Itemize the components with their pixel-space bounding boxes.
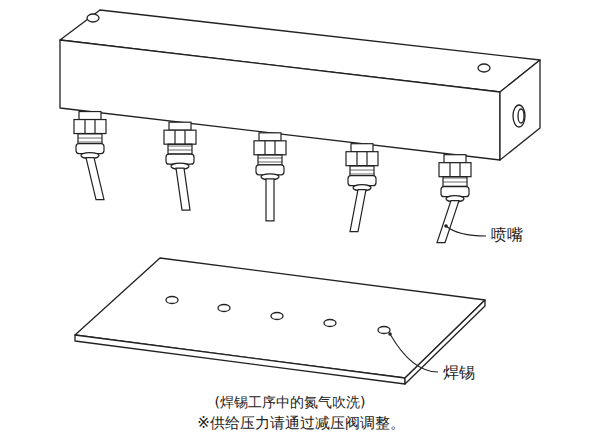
- nozzle-tube: [437, 201, 459, 243]
- nozzle: [164, 122, 196, 210]
- nozzle-tube: [266, 179, 274, 221]
- hex-edge: [264, 141, 265, 155]
- solder-plate: [75, 258, 485, 384]
- hex-edge: [274, 141, 275, 155]
- fitting-collar: [259, 133, 281, 141]
- thread: [443, 177, 467, 187]
- hex-edge: [174, 130, 175, 144]
- nozzle: [74, 112, 106, 200]
- fitting-collar: [444, 155, 466, 163]
- part-label: 焊锡: [441, 363, 477, 382]
- nozzle: [254, 133, 286, 221]
- nozzles: [74, 112, 471, 243]
- thread: [350, 166, 374, 176]
- nozzle: [346, 144, 378, 232]
- leader-lines: [390, 226, 486, 372]
- nozzle-tube: [350, 190, 366, 232]
- hex-edge: [449, 163, 450, 177]
- hex-nut: [346, 152, 378, 166]
- hex-edge: [356, 152, 357, 166]
- hex-nut: [164, 130, 196, 144]
- part-label: 喷嘴: [489, 225, 525, 244]
- caption: (焊锡工序中的氮气吹洗): [213, 394, 368, 411]
- thread: [78, 134, 102, 144]
- manifold-block: [60, 10, 540, 160]
- fitting-collar: [351, 144, 373, 152]
- hex-nut: [254, 141, 286, 155]
- nozzle-tube: [86, 158, 104, 200]
- thread: [168, 144, 192, 154]
- note: ※供给压力请通过减压阀调整。: [195, 414, 407, 432]
- nozzle-tube: [176, 168, 190, 210]
- hex-edge: [459, 163, 460, 177]
- hex-nut: [74, 120, 106, 134]
- nozzle: [437, 155, 471, 243]
- thread: [258, 155, 282, 165]
- hex-edge: [366, 152, 367, 166]
- leader-dots: [388, 224, 448, 336]
- hex-edge: [184, 130, 185, 144]
- hex-edge: [94, 120, 95, 134]
- hex-nut: [439, 163, 471, 177]
- fitting-collar: [169, 122, 191, 130]
- fitting-collar: [79, 112, 101, 120]
- hex-edge: [84, 120, 85, 134]
